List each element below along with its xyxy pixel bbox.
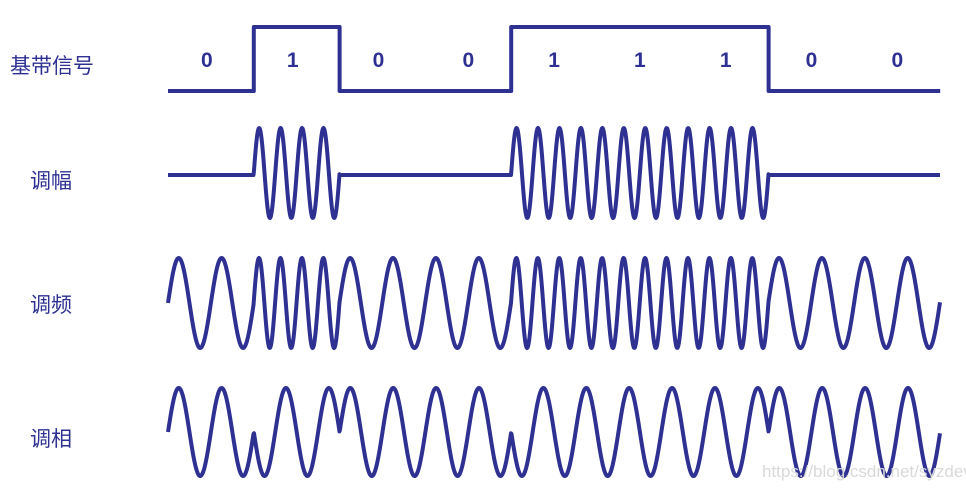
am-wave xyxy=(166,126,942,220)
watermark: https://blog.csdn.net/syzdev xyxy=(762,462,966,481)
pm-wave xyxy=(166,386,942,478)
bit-label: 1 xyxy=(634,49,646,72)
bit-label: 0 xyxy=(201,49,213,72)
label-fm: 调频 xyxy=(30,293,72,317)
bit-label: 1 xyxy=(720,49,732,72)
bit-label: 1 xyxy=(548,49,560,72)
label-am: 调幅 xyxy=(30,169,72,193)
baseband-signal xyxy=(168,25,941,93)
label-baseband: 基带信号 xyxy=(10,54,94,78)
label-pm: 调相 xyxy=(30,427,72,451)
bit-label: 1 xyxy=(287,49,299,72)
bit-label: 0 xyxy=(806,49,818,72)
bit-label: 0 xyxy=(373,49,385,72)
fm-wave xyxy=(166,256,942,350)
bit-label: 0 xyxy=(891,49,903,72)
bit-label: 0 xyxy=(462,49,474,72)
